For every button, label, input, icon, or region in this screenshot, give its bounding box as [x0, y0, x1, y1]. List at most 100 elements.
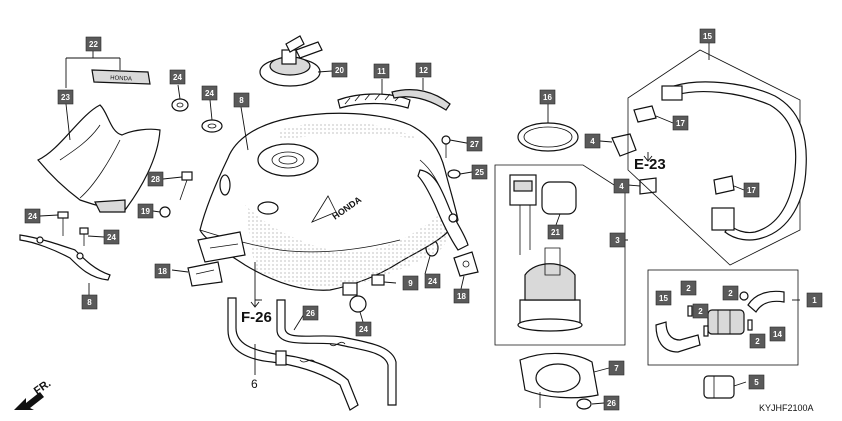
mount-18-right: [453, 251, 479, 277]
rubber-24-d: [349, 295, 367, 313]
callout-17-a: 17: [672, 115, 689, 131]
svg-text:4: 4: [619, 182, 624, 191]
hose-group-outline: [627, 49, 801, 266]
callout-4-b: 4: [613, 178, 630, 194]
svg-text:2: 2: [755, 337, 760, 346]
callout-17-b: 17: [743, 182, 760, 198]
svg-text:22: 22: [89, 40, 98, 49]
callout-2-a: 2: [680, 280, 697, 296]
svg-text:27: 27: [470, 140, 479, 149]
svg-text:25: 25: [475, 168, 484, 177]
callout-26: 26: [603, 395, 620, 411]
callout-11: 11: [373, 63, 390, 79]
svg-text:12: 12: [419, 66, 428, 75]
reference-arrows: [250, 152, 653, 308]
callout-9: 8: [81, 294, 98, 310]
callout-28: 26: [302, 305, 319, 321]
svg-text:15: 15: [703, 32, 712, 41]
svg-text:18: 18: [158, 267, 167, 276]
front-direction-label: FR.: [32, 377, 53, 397]
nut-26: [576, 398, 592, 410]
callout-24-a: 24: [169, 69, 186, 85]
bolt-29: [441, 135, 451, 158]
svg-text:24: 24: [205, 89, 214, 98]
svg-text:24: 24: [107, 233, 116, 242]
callout-2-d: 2: [749, 333, 766, 349]
emblem-sticker-part: HONDA: [91, 69, 151, 85]
fuel-tank-part: [197, 112, 459, 296]
svg-text:24: 24: [359, 325, 368, 334]
svg-text:28: 28: [151, 175, 160, 184]
svg-text:14: 14: [773, 330, 782, 339]
ref-e23: E-23: [634, 156, 666, 173]
svg-text:2: 2: [698, 307, 703, 316]
callout-2-b: 2: [692, 303, 709, 319]
emblem-sticker-text: HONDA: [110, 75, 132, 82]
fuel-pump-part: [509, 174, 583, 332]
svg-text:23: 23: [61, 93, 70, 102]
fuel-hose-15: [661, 81, 807, 241]
bolt-25-a: [57, 211, 69, 236]
svg-text:9: 9: [408, 279, 413, 288]
svg-text:17: 17: [676, 119, 685, 128]
callout-27: 25: [471, 164, 488, 180]
label-6: 6: [251, 377, 258, 391]
callout-24-d: 24: [355, 321, 372, 337]
callout-29: 27: [466, 136, 483, 152]
svg-text:8: 8: [87, 298, 92, 307]
callout-19: 19: [137, 203, 154, 219]
svg-text:2: 2: [686, 284, 691, 293]
svg-text:21: 21: [551, 228, 560, 237]
joint-4-b: [639, 177, 657, 195]
callout-18-right: 18: [453, 288, 470, 304]
tank-cover-part: [37, 104, 161, 213]
bolt-19: [159, 206, 171, 218]
leader-lines: [39, 43, 800, 405]
callout-10: 9: [402, 275, 419, 291]
svg-text:18: 18: [457, 292, 466, 301]
seal-strip-11: [337, 93, 411, 109]
mount-18-left: [187, 261, 223, 287]
callout-25-right: 24: [103, 229, 120, 245]
drawing-code: KYJHF2100A: [759, 403, 814, 413]
pump-group-outline: [494, 164, 626, 346]
callout-13: 14: [769, 326, 786, 342]
callout-3: 3: [609, 232, 626, 248]
hose-13: [747, 290, 785, 313]
svg-text:24: 24: [173, 73, 182, 82]
svg-text:19: 19: [141, 207, 150, 216]
svg-text:4: 4: [590, 137, 595, 146]
setting-plate-7: [519, 352, 599, 408]
callout-15: 15: [699, 28, 716, 44]
clip-17-b: [713, 175, 735, 195]
packing-16: [517, 122, 579, 152]
callout-23: 23: [57, 89, 74, 105]
washer-27: [447, 169, 461, 179]
callout-1: 1: [806, 292, 823, 308]
svg-text:20: 20: [335, 66, 344, 75]
svg-text:5: 5: [754, 378, 759, 387]
callout-5: 5: [748, 374, 765, 390]
callout-20: 20: [331, 62, 348, 78]
fuel-cap-part: [259, 35, 323, 87]
svg-text:16: 16: [543, 93, 552, 102]
callout-14: 15: [655, 290, 672, 306]
callout-22: 22: [85, 36, 102, 52]
side-bracket-part: [417, 169, 469, 251]
callout-7: 7: [608, 360, 625, 376]
connector-5: [703, 375, 735, 399]
svg-text:24: 24: [428, 277, 437, 286]
callout-24-b: 24: [201, 85, 218, 101]
svg-text:8: 8: [239, 96, 244, 105]
callout-4-a: 4: [584, 133, 601, 149]
svg-text:3: 3: [615, 236, 620, 245]
svg-text:11: 11: [377, 67, 386, 76]
callout-8: 8: [233, 92, 250, 108]
rubber-24-a: [171, 98, 189, 112]
clamp-2-set: [687, 291, 753, 337]
breather-hose-28: [276, 299, 397, 406]
svg-text:26: 26: [306, 309, 315, 318]
svg-text:24: 24: [28, 212, 37, 221]
svg-text:26: 26: [607, 399, 616, 408]
